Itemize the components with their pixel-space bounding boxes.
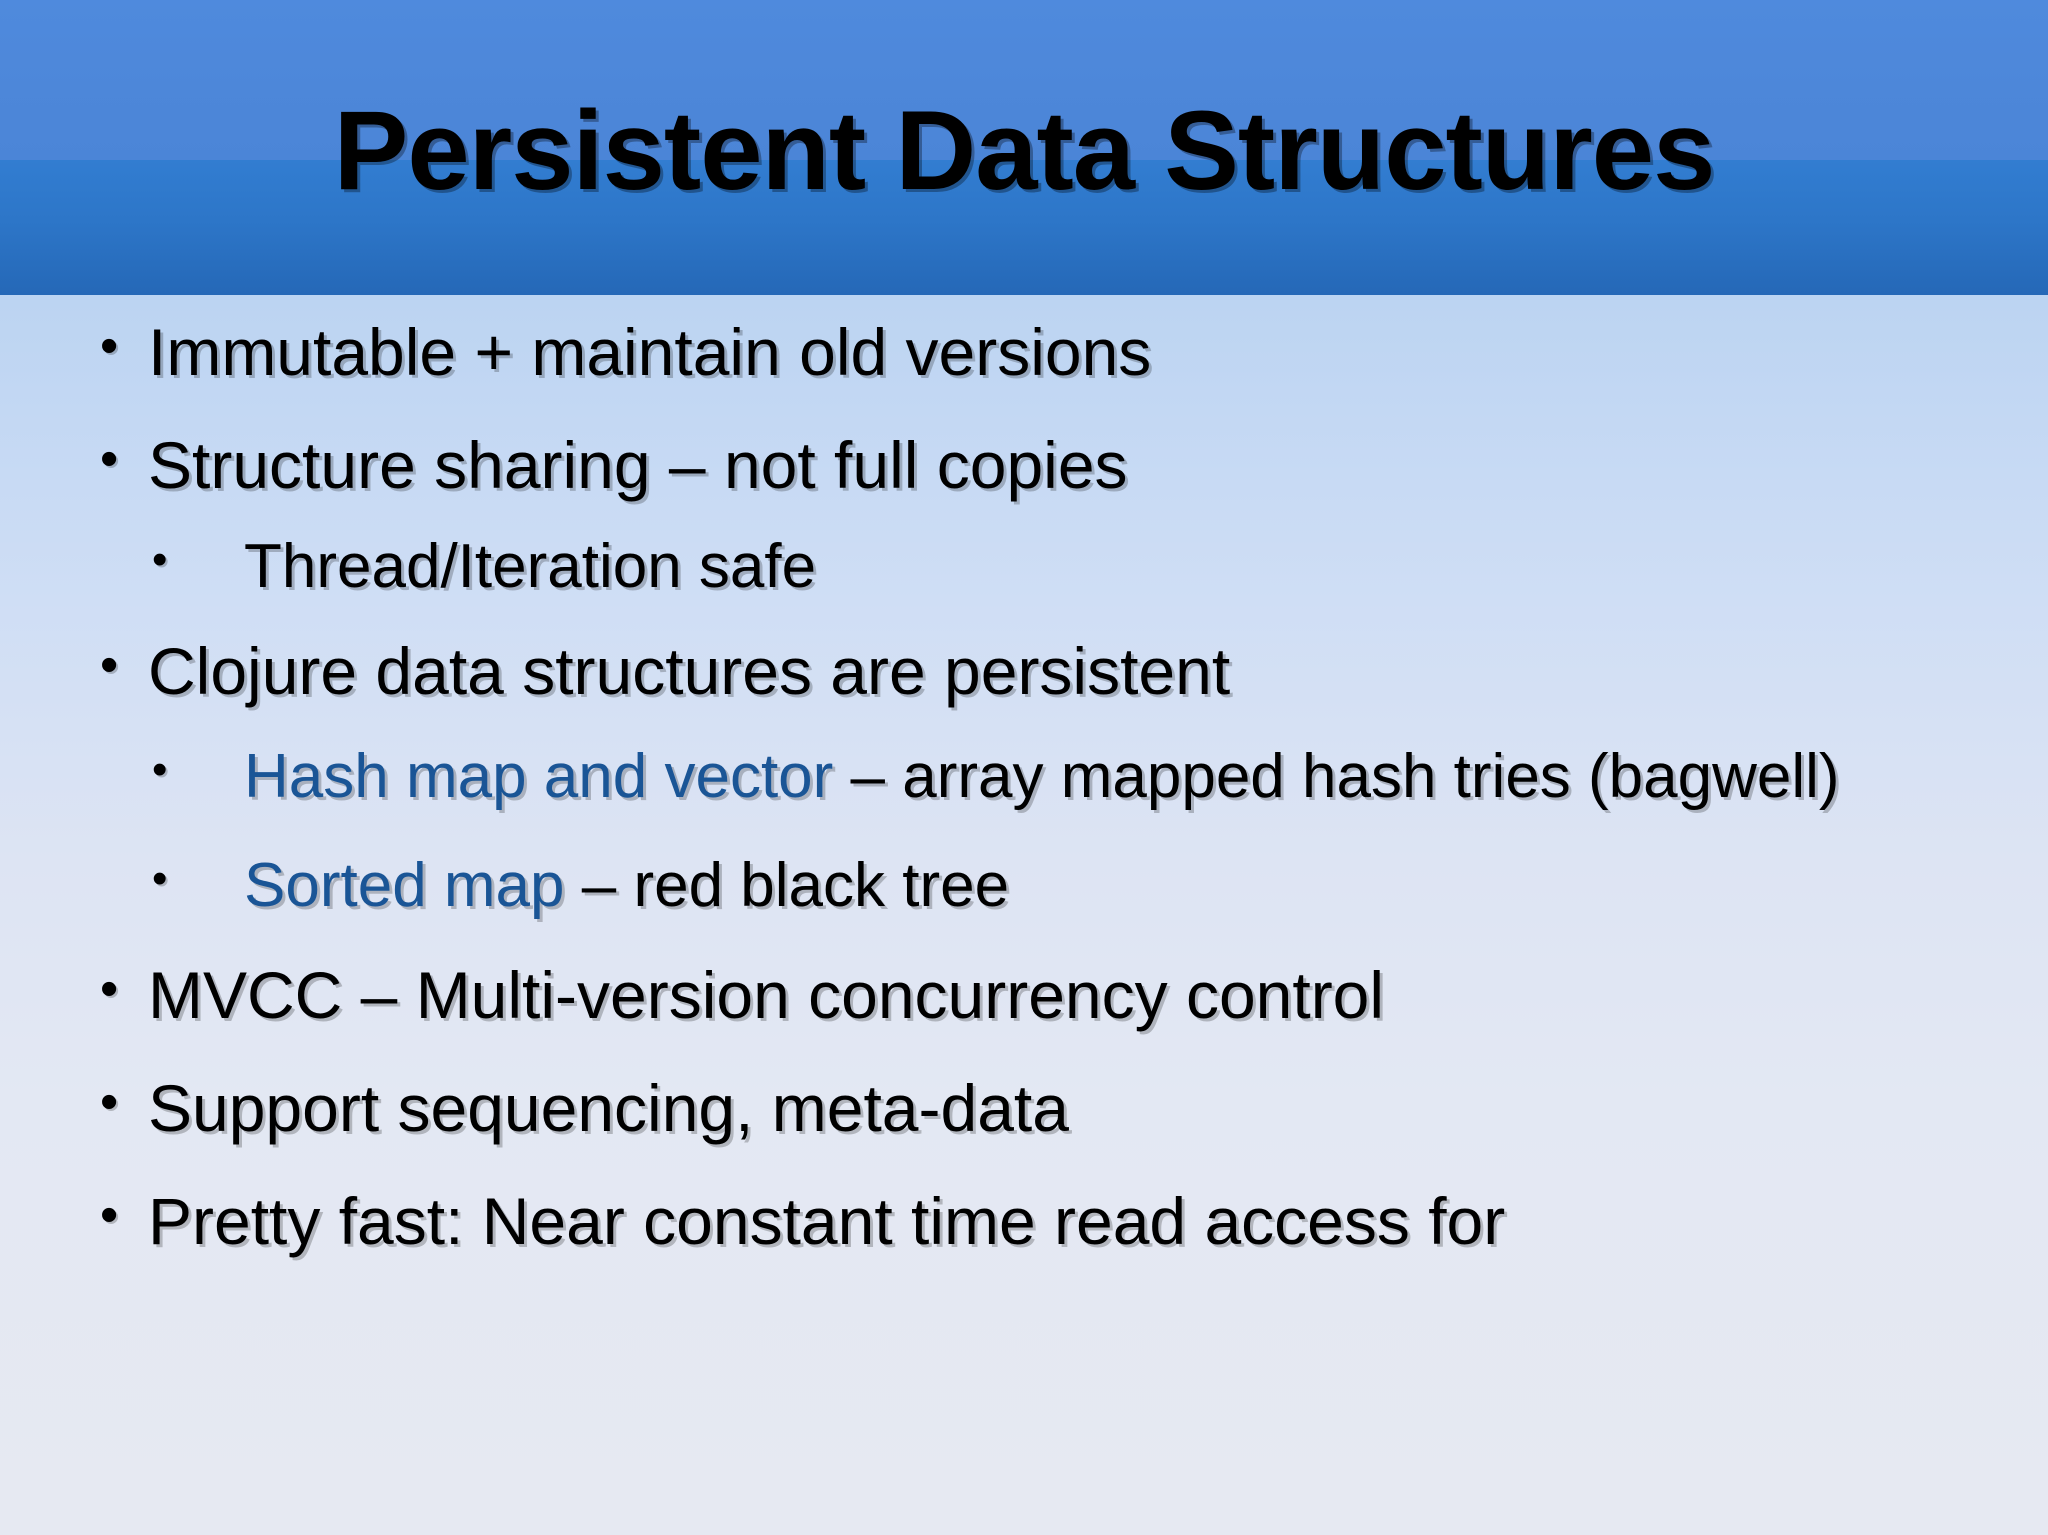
bullet-item-level-1: • Structure sharing – not full copies: [0, 422, 2048, 509]
bullet-point-icon: •: [100, 317, 119, 375]
bullet-item-level-1: • Support sequencing, meta-data: [0, 1065, 2048, 1152]
title-band-upper: [0, 0, 2048, 160]
bullet-text-segment: Pretty fast: Near constant time read acc…: [148, 1184, 1506, 1259]
bullet-text: Pretty fast: Near constant time read acc…: [148, 1178, 2048, 1265]
bullet-text: Support sequencing, meta-data: [148, 1065, 2048, 1152]
bullet-item-level-1: • Clojure data structures are persistent: [0, 628, 2048, 715]
bullet-text-segment: Support sequencing, meta-data: [148, 1071, 1069, 1146]
bullet-text: Thread/Iteration safe: [244, 527, 2048, 608]
slide-title: Persistent Data Structures: [333, 88, 1716, 213]
bullet-item-level-2: • Sorted map – red black tree: [0, 846, 2048, 927]
bullet-item-level-2: • Hash map and vector – array mapped hash…: [0, 737, 2048, 818]
bullet-text: Immutable + maintain old versions: [148, 309, 2048, 396]
bullet-text-segment: MVCC – Multi-version concurrency control: [148, 958, 1385, 1033]
bullet-point-icon: •: [100, 1073, 119, 1132]
slide-body-bullet-list: • Immutable + maintain old versions • Struc…: [0, 295, 2048, 1535]
bullet-text-segment: Immutable + maintain old versions: [148, 315, 1152, 389]
bullet-text-segment: – array mapped hash tries (bagwell): [833, 741, 1840, 811]
bullet-text: MVCC – Multi-version concurrency control: [148, 952, 2048, 1039]
bullet-point-icon: •: [152, 744, 168, 794]
bullet-text: Sorted map – red black tree: [244, 846, 2048, 927]
bullet-point-icon: •: [152, 853, 168, 903]
title-band-lower: [0, 160, 2048, 295]
bullet-item-level-1: • Pretty fast: Near constant time read ac…: [0, 1178, 2048, 1265]
bullet-text-accent-segment: Hash map and vector: [244, 741, 834, 811]
bullet-text-segment: – red black tree: [564, 850, 1010, 920]
bullet-point-icon: •: [100, 960, 119, 1019]
bullet-text: Hash map and vector – array mapped hash …: [244, 737, 2048, 818]
bullet-item-level-1: • MVCC – Multi-version concurrency contro…: [0, 952, 2048, 1039]
bullet-text-segment: Clojure data structures are persistent: [148, 633, 1231, 708]
bullet-item-level-1: • Immutable + maintain old versions: [0, 309, 2048, 396]
bullet-point-icon: •: [100, 1186, 119, 1245]
bullet-point-icon: •: [100, 430, 119, 489]
bullet-text-segment: Thread/Iteration safe: [244, 532, 817, 602]
bullet-text: Structure sharing – not full copies: [148, 422, 2048, 509]
bullet-item-level-2: • Thread/Iteration safe: [0, 527, 2048, 608]
slide-title-bar: Persistent Data Structures: [0, 0, 2048, 295]
bullet-point-icon: •: [152, 535, 168, 585]
bullet-text-segment: Structure sharing – not full copies: [148, 428, 1128, 503]
bullet-point-icon: •: [100, 635, 119, 694]
bullet-text: Clojure data structures are persistent: [148, 628, 2048, 715]
bullet-text-accent-segment: Sorted map: [244, 850, 565, 920]
